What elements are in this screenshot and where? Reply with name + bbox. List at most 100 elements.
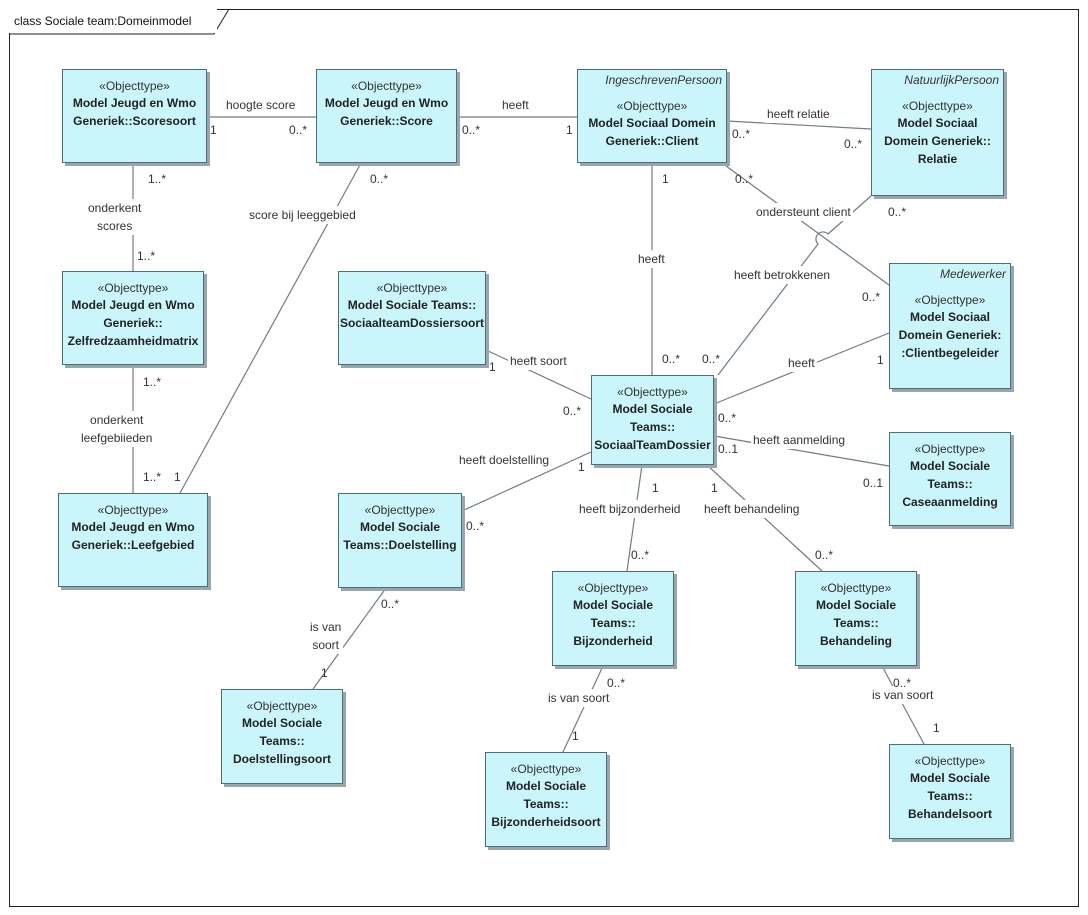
association-label-heeft-aanmelding: heeft aanmelding: [751, 431, 848, 449]
multiplicity-label: 1: [711, 481, 718, 495]
class-box-relatie[interactable]: NatuurlijkPersoon «Objecttype» Model Soc…: [871, 69, 1004, 196]
association-label-heeft-doelstelling: heeft doelstelling: [457, 451, 552, 469]
class-box-client[interactable]: IngeschrevenPersoon «Objecttype» Model S…: [577, 69, 727, 163]
class-name: Model Sociaal Domein Generiek:: Relatie: [884, 116, 991, 166]
diagram-title: class Sociale team:Domeinmodel: [9, 9, 218, 33]
stereotype-label: «Objecttype»: [577, 581, 649, 595]
association-label-heeft-bijzonderheid: heeft bijzonderheid: [577, 500, 683, 518]
class-name: Model Sociale Teams:: Bijzonderheid: [572, 598, 654, 648]
multiplicity-label: 0..*: [732, 127, 751, 141]
class-box-sociaalteamdossier[interactable]: «Objecttype» Model Sociale Teams:: Socia…: [591, 375, 714, 465]
multiplicity-label: 1: [933, 721, 940, 735]
multiplicity-label: 0..*: [662, 352, 681, 366]
parent-class-label: Medewerker: [939, 267, 1006, 281]
class-name: Model Sociale Teams:: Caseaanmelding: [902, 459, 998, 509]
multiplicity-label: 1..*: [137, 249, 156, 263]
class-name: Model Sociale Teams:: Behandeling: [815, 598, 897, 648]
multiplicity-label: 0..*: [735, 172, 754, 186]
association-label-heeft-betrokkenen: heeft betrokkenen: [732, 266, 833, 284]
class-name: Model Sociale Teams:: Bijzonderheidsoort: [491, 779, 601, 829]
multiplicity-label: 0..*: [844, 137, 863, 151]
multiplicity-label: 0..*: [462, 123, 481, 137]
class-box-bijzonderheidsoort[interactable]: «Objecttype» Model Sociale Teams:: Bijzo…: [485, 752, 607, 847]
class-box-behandeling[interactable]: «Objecttype» Model Sociale Teams:: Behan…: [795, 571, 917, 666]
stereotype-label: «Objecttype»: [914, 442, 986, 456]
stereotype-label: «Objecttype»: [97, 281, 169, 295]
stereotype-label: «Objecttype»: [246, 699, 318, 713]
class-box-doelstellingsoort[interactable]: «Objecttype» Model Sociale Teams:: Doels…: [221, 689, 343, 784]
class-box-score[interactable]: «Objecttype» Model Jeugd en Wmo Generiek…: [316, 69, 457, 163]
class-box-behandelsoort[interactable]: «Objecttype» Model Sociale Teams:: Behan…: [889, 744, 1011, 839]
association-label-ondersteunt-client: ondersteunt client: [754, 203, 853, 221]
association-line-behandeling-soort: [881, 665, 925, 745]
association-label-behandeling-soort: is van soort: [870, 686, 936, 704]
association-line-ondersteunt-client: [721, 162, 890, 286]
association-label-heeft-soort: heeft soort: [508, 352, 569, 370]
multiplicity-label: 0..*: [466, 519, 485, 533]
association-line-doelstelling-soort: [312, 587, 387, 690]
class-box-zelfredzaamheidmatrix[interactable]: «Objecttype» Model Jeugd en Wmo Generiek…: [62, 271, 204, 365]
association-line-bijzonderheid-soort: [562, 665, 604, 753]
title-tab: [9, 8, 230, 35]
stereotype-label: «Objecttype»: [902, 99, 973, 113]
association-line-heeft-relatie: [726, 120, 872, 130]
multiplicity-label: 1: [210, 123, 217, 137]
multiplicity-label: 0..*: [631, 548, 650, 562]
multiplicity-label: 0..1: [863, 476, 884, 490]
class-box-clientbegeleider[interactable]: Medewerker «Objecttype» Model Sociaal Do…: [889, 263, 1011, 389]
association-label-doelstelling-soort: is van soort: [308, 618, 344, 654]
association-line-heeft-behandeling: [706, 464, 823, 572]
class-box-leefgebied[interactable]: «Objecttype» Model Jeugd en Wmo Generiek…: [58, 493, 208, 587]
multiplicity-label: 1: [489, 360, 496, 374]
class-name: Model Jeugd en Wmo Generiek:: Zelfredzaa…: [67, 298, 199, 348]
multiplicity-label: 0..*: [702, 352, 721, 366]
stereotype-label: «Objecttype»: [351, 79, 422, 93]
multiplicity-label: 0..*: [370, 172, 389, 186]
parent-class-label: NatuurlijkPersoon: [904, 73, 999, 87]
class-box-scoresoort[interactable]: «Objecttype» Model Jeugd en Wmo Generiek…: [62, 69, 207, 163]
association-label-onderkent-scores: onderkent scores: [86, 199, 144, 235]
multiplicity-label: 0..*: [381, 597, 400, 611]
association-label-heeft-relatie: heeft relatie: [765, 105, 832, 123]
multiplicity-label: 0..*: [815, 548, 834, 562]
multiplicity-label: 1: [877, 353, 884, 367]
class-box-sociaalteamdossiersoort[interactable]: «Objecttype» Model Sociale Teams:: Socia…: [338, 271, 486, 365]
association-label-onderkent-leefgebieden: onderkent leefgebiieden: [79, 411, 155, 447]
class-name: Model Sociale Teams:: SociaalTeamDossier: [594, 402, 711, 452]
association-label-score-bij-leefgebied: score bij leeggebied: [247, 206, 358, 224]
multiplicity-label: 1..*: [143, 375, 162, 389]
association-line-heeft-bijzonderheid: [626, 464, 643, 572]
multiplicity-label: 0..1: [718, 442, 739, 456]
multiplicity-label: 1: [174, 470, 181, 484]
association-line-heeft-soort: [485, 349, 592, 400]
multiplicity-label: 1: [566, 123, 573, 137]
stereotype-label: «Objecttype»: [97, 503, 169, 517]
multiplicity-label: 0..*: [607, 676, 626, 690]
diagram-border: [9, 9, 1079, 907]
association-line-heeft-doelstelling: [461, 451, 592, 512]
class-box-doelstelling[interactable]: «Objecttype» Model Sociale Teams::Doelst…: [338, 493, 462, 588]
class-name: Model Sociale Teams:: Behandelsoort: [907, 771, 992, 821]
multiplicity-label: 0..*: [563, 404, 582, 418]
stereotype-label: «Objecttype»: [820, 581, 892, 595]
multiplicity-label: 1: [652, 481, 659, 495]
multiplicity-label: 1: [321, 666, 328, 680]
association-label-heeft: heeft: [500, 96, 531, 114]
multiplicity-label: 0..*: [289, 123, 308, 137]
multiplicity-label: 1..*: [148, 172, 167, 186]
multiplicity-label: 1: [578, 460, 585, 474]
class-box-bijzonderheid[interactable]: «Objecttype» Model Sociale Teams:: Bijzo…: [552, 571, 674, 666]
multiplicity-label: 1: [662, 172, 669, 186]
class-box-caseaanmelding[interactable]: «Objecttype» Model Sociale Teams:: Casea…: [889, 432, 1011, 526]
multiplicity-label: 0..*: [888, 205, 907, 219]
stereotype-label: «Objecttype»: [364, 503, 436, 517]
class-name: Model Jeugd en Wmo Generiek::Leefgebied: [71, 520, 195, 552]
class-name: Model Sociaal Domein Generiek: :Clientbe…: [898, 310, 1002, 360]
multiplicity-label: 1..*: [143, 470, 162, 484]
class-name: Model Sociale Teams:: Doelstellingsoort: [232, 716, 331, 766]
association-label-heeft-behandeling: heeft behandeling: [702, 500, 802, 518]
association-label-heeft-dossier: heeft: [636, 250, 667, 268]
stereotype-label: «Objecttype»: [617, 385, 688, 399]
stereotype-label: «Objecttype»: [376, 281, 448, 295]
